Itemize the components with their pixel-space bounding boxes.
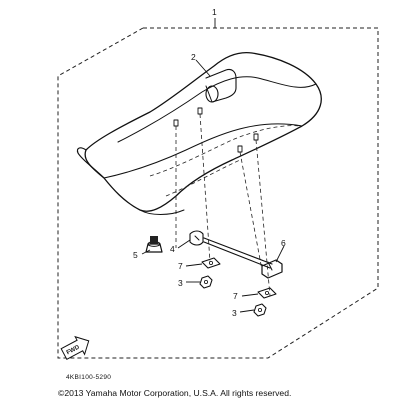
callout-1: 1 (212, 7, 217, 17)
assembly-boundary (57, 27, 379, 359)
washer-plate-right (257, 287, 277, 299)
seat-lock-plate (261, 259, 283, 279)
nut-right (253, 303, 267, 317)
bracket-clip (189, 230, 204, 246)
callout-3-left: 3 (178, 278, 183, 288)
seat-lock-rod (203, 237, 273, 269)
callout-6: 6 (281, 238, 286, 248)
callout-7-right: 7 (233, 291, 238, 301)
seat-illustration (76, 51, 322, 215)
nut-left (199, 275, 213, 289)
damper (145, 236, 163, 253)
washer-plate-left (201, 257, 221, 269)
fwd-arrow-icon: FWD (60, 335, 90, 360)
seat-handle-strap (205, 68, 237, 103)
callout-3-right: 3 (232, 308, 237, 318)
callout-7-left: 7 (178, 261, 183, 271)
callout-5: 5 (133, 250, 138, 260)
drawing-code: 4KBI100-5290 (66, 374, 111, 381)
callout-2-leader (195, 59, 211, 77)
copyright-notice: ©2013 Yamaha Motor Corporation, U.S.A. A… (58, 388, 291, 398)
callout-2: 2 (191, 52, 196, 62)
callout-4: 4 (170, 244, 175, 254)
